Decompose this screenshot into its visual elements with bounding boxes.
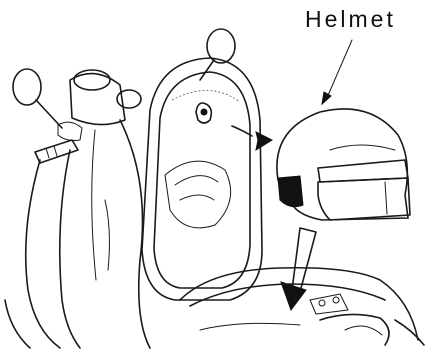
handlebar-group [13, 29, 235, 163]
helmet-label: Helmet [305, 6, 396, 33]
arrow-right-icon [232, 126, 272, 150]
label-leader-line [326, 40, 352, 100]
arrow-down-icon [281, 228, 316, 310]
helmet-hook [196, 103, 211, 123]
seat-lid [142, 58, 262, 300]
left-mirror [13, 69, 41, 105]
front-body [5, 120, 150, 348]
storage-compartment [180, 268, 424, 345]
helmet-drawing [277, 109, 410, 220]
left-grip [35, 140, 78, 163]
